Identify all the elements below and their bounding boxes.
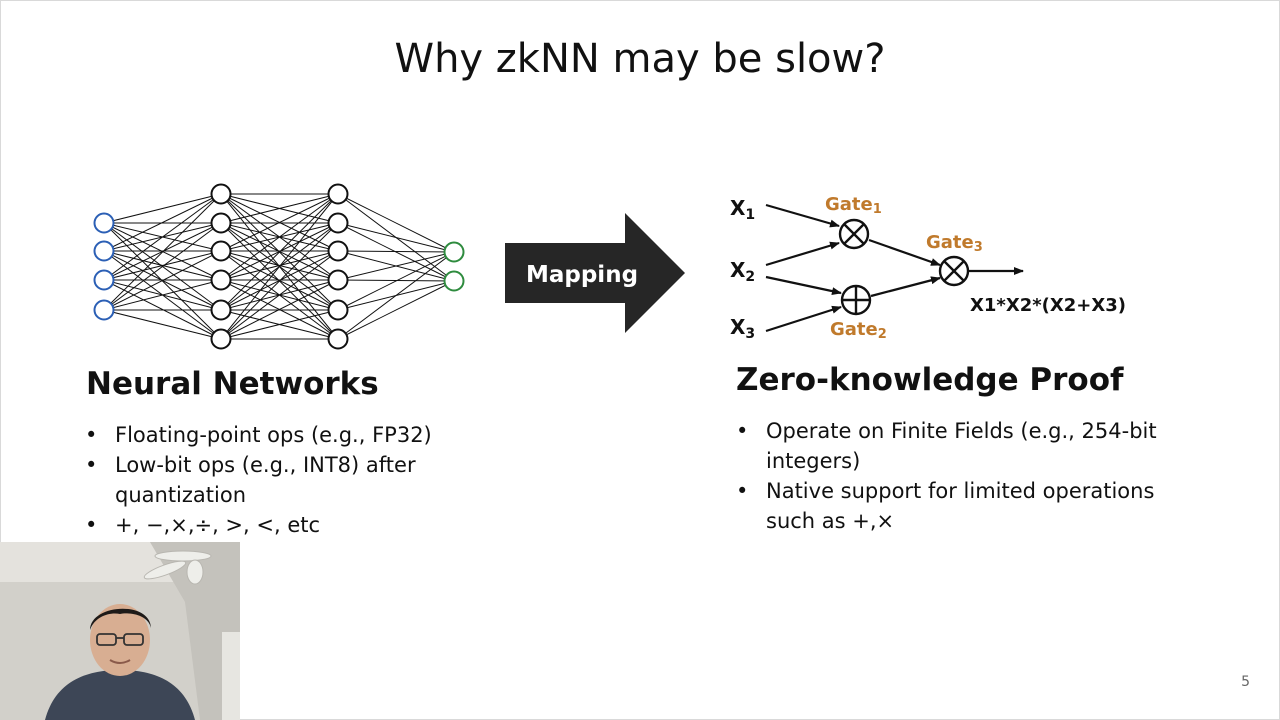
input-x1: X1 — [730, 196, 755, 223]
nn-hidden-node — [210, 240, 232, 262]
edge-x2-gate1 — [765, 241, 840, 267]
nn-edge — [220, 250, 339, 340]
list-item: +, −,×,÷, >, <, etc — [85, 510, 465, 540]
slide-title: Why zkNN may be slow? — [394, 36, 886, 82]
page-number: 5 — [1241, 674, 1250, 690]
nn-edge — [220, 222, 339, 340]
nn-edge — [103, 193, 222, 224]
nn-edge — [220, 279, 339, 340]
nn-edge — [337, 280, 455, 340]
input-x3: X3 — [730, 315, 755, 342]
list-item: Low-bit ops (e.g., INT8) after quantizat… — [85, 450, 465, 510]
presenter-avatar — [45, 604, 195, 720]
circuit-diagram: X1 X2 X3 Gate1 Gate2 Gate3 X1*X2*(X2+X3) — [730, 194, 1126, 342]
edge-x1-gate1 — [765, 203, 840, 228]
nn-output-node — [443, 241, 465, 263]
edge-gate1-gate3 — [868, 238, 941, 267]
nn-edge — [220, 309, 339, 340]
nn-output-node — [443, 270, 465, 292]
presenter-webcam — [0, 542, 240, 720]
nn-hidden-node — [327, 212, 349, 234]
nn-hidden-node — [327, 269, 349, 291]
input-x2: X2 — [730, 258, 755, 285]
mapping-label: Mapping — [526, 262, 638, 288]
nn-edge — [103, 193, 222, 281]
gate3-multiply-icon — [938, 255, 970, 287]
nn-edges — [103, 193, 455, 340]
nn-edge — [220, 193, 339, 252]
zkp-heading: Zero-knowledge Proof — [736, 362, 1124, 398]
nn-hidden-node — [210, 328, 232, 350]
edge-x3-gate2 — [765, 305, 842, 333]
edge-gate2-gate3 — [870, 276, 941, 298]
gate2-label: Gate2 — [830, 319, 887, 342]
presenter-video-frame — [0, 542, 240, 720]
mapping-arrow: Mapping — [505, 213, 685, 333]
gate1-multiply-icon — [838, 218, 870, 250]
nn-edge — [337, 222, 455, 253]
list-item: Operate on Finite Fields (e.g., 254-bit … — [736, 416, 1196, 476]
nn-edge — [103, 279, 222, 311]
nn-edge — [220, 250, 339, 281]
nn-edge — [103, 250, 222, 311]
nn-input-node — [93, 240, 115, 262]
nn-nodes — [93, 183, 465, 350]
nn-edge — [337, 250, 455, 253]
edge-x2-gate2 — [765, 275, 842, 296]
nn-edge — [103, 250, 222, 281]
list-item: Native support for limited operations su… — [736, 476, 1196, 536]
nn-hidden-node — [210, 299, 232, 321]
circuit-output-label: X1*X2*(X2+X3) — [970, 295, 1126, 316]
nn-edge — [220, 193, 339, 281]
neural-network-diagram — [93, 183, 465, 350]
nn-input-node — [93, 212, 115, 234]
nn-edge — [220, 193, 339, 340]
nn-edge — [337, 251, 455, 340]
nn-hidden-node — [210, 269, 232, 291]
nn-hidden-node — [210, 212, 232, 234]
nn-edge — [337, 193, 455, 253]
nn-hidden-node — [327, 240, 349, 262]
mapping-arrow-shape — [505, 213, 685, 333]
gate1-label: Gate1 — [825, 194, 882, 217]
zkp-bullets: Operate on Finite Fields (e.g., 254-bit … — [736, 416, 1196, 536]
nn-edge — [220, 193, 339, 224]
ceiling-fan-icon — [143, 550, 212, 585]
nn-input-node — [93, 299, 115, 321]
nn-edge — [103, 193, 222, 252]
nn-edge — [337, 251, 455, 311]
nn-edge — [103, 193, 222, 311]
nn-input-node — [93, 269, 115, 291]
nn-edge — [103, 222, 222, 311]
nn-hidden-node — [327, 183, 349, 205]
nn-hidden-node — [210, 183, 232, 205]
gate2-add-icon — [840, 284, 872, 316]
neural-networks-heading: Neural Networks — [86, 366, 379, 402]
gate3-label: Gate3 — [926, 232, 983, 255]
nn-edge — [103, 309, 222, 340]
nn-hidden-node — [327, 328, 349, 350]
neural-networks-bullets: Floating-point ops (e.g., FP32) Low-bit … — [85, 420, 465, 540]
list-item: Floating-point ops (e.g., FP32) — [85, 420, 465, 450]
nn-hidden-node — [327, 299, 349, 321]
nn-edge — [220, 193, 339, 311]
nn-edge — [337, 251, 455, 281]
